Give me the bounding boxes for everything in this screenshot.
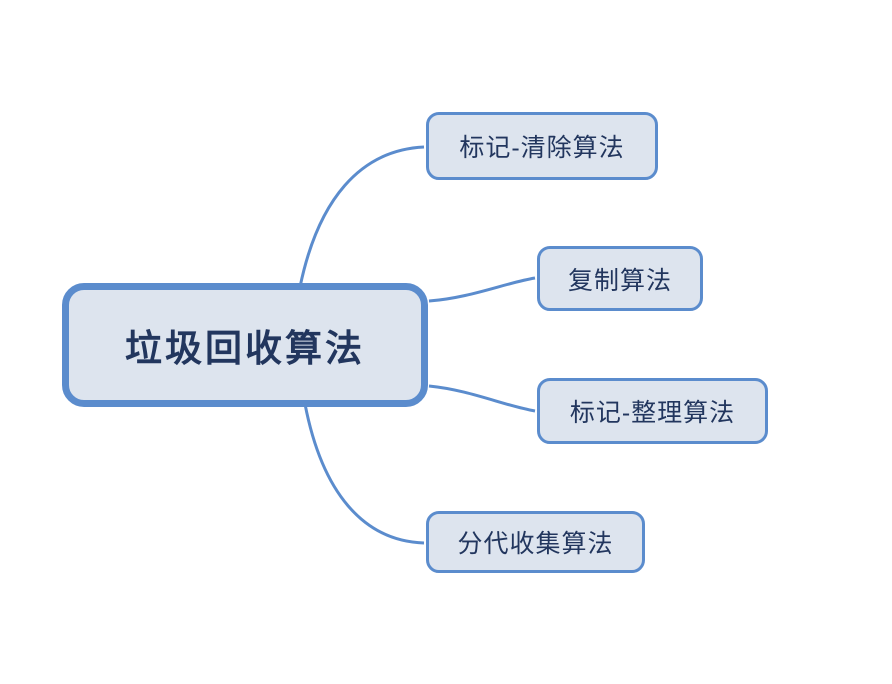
branch-node-copying[interactable]: 复制算法	[537, 246, 703, 311]
connector-root-to-branch-2	[428, 276, 536, 303]
branch-node-label: 复制算法	[567, 266, 672, 295]
root-node[interactable]: 垃圾回收算法	[62, 283, 428, 407]
connector-root-to-branch-4	[303, 403, 425, 545]
branch-node-label: 标记-整理算法	[569, 399, 736, 427]
root-node-label: 垃圾回收算法	[125, 328, 365, 369]
branch-node-generational[interactable]: 分代收集算法	[426, 511, 645, 573]
branch-node-label: 分代收集算法	[457, 530, 614, 558]
connector-root-to-branch-1	[298, 145, 425, 288]
branch-node-label: 标记-清除算法	[459, 134, 625, 162]
branch-node-mark-compact[interactable]: 标记-整理算法	[537, 378, 768, 444]
connector-root-to-branch-3	[428, 384, 536, 413]
branch-node-mark-sweep[interactable]: 标记-清除算法	[426, 112, 658, 180]
